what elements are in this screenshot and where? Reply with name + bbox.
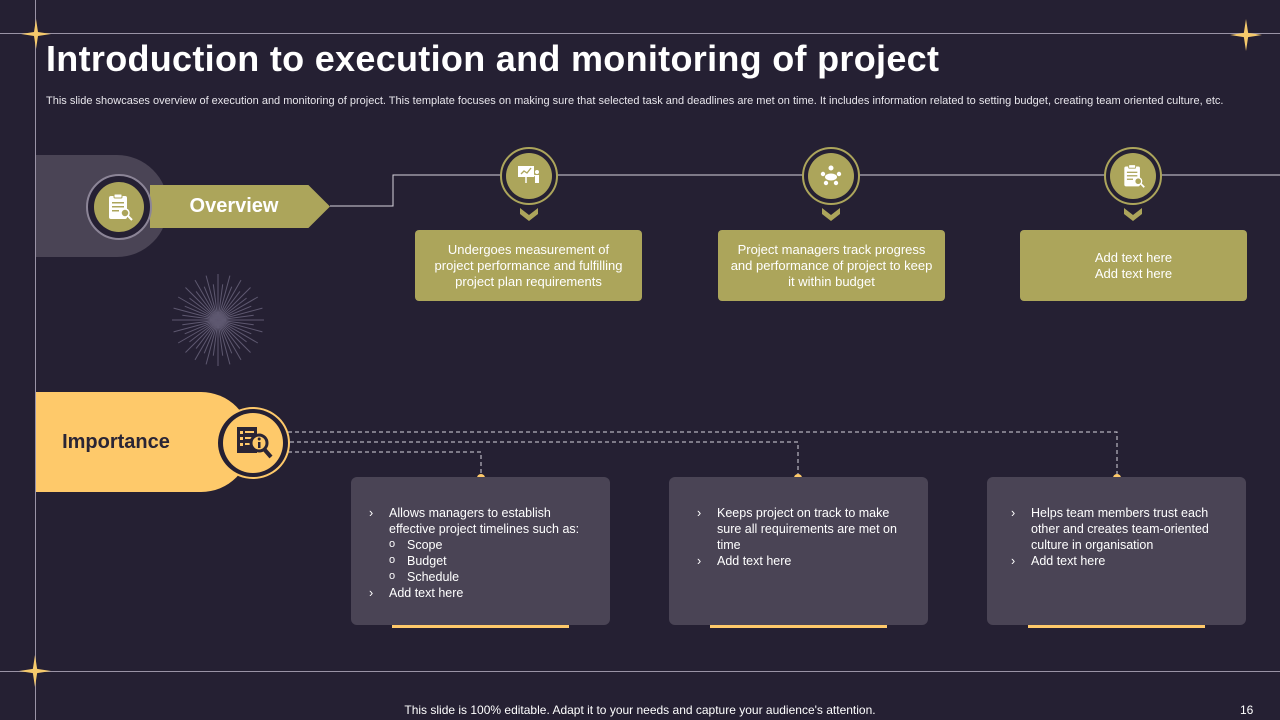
- importance-card-3: Helps team members trust each other and …: [987, 477, 1246, 625]
- sparkle-icon: [19, 655, 51, 687]
- step-icon-circle-2: [802, 147, 860, 205]
- clipboard-search-icon: [109, 193, 133, 221]
- overview-icon-circle: [86, 174, 152, 240]
- card-bullet: Allows managers to establish effective p…: [369, 505, 594, 537]
- importance-icon-circle: [216, 407, 290, 479]
- document-info-search-icon: [237, 427, 273, 459]
- page-number: 16: [1240, 703, 1254, 717]
- card-bullet: Helps team members trust each other and …: [1011, 505, 1218, 553]
- card-underline: [710, 625, 887, 628]
- overview-step-box-3: Add text here Add text here: [1020, 230, 1247, 301]
- card-sub-bullet: Budget: [369, 552, 594, 569]
- presentation-icon: [518, 166, 539, 183]
- overview-step-box-1: Undergoes measurement of project perform…: [415, 230, 642, 301]
- frame-line-top: [0, 33, 1280, 34]
- card-bullet: Add text here: [697, 553, 900, 569]
- chevron-down-icon: [822, 208, 840, 221]
- importance-card-1: Allows managers to establish effective p…: [351, 477, 610, 625]
- team-meeting-icon: [820, 165, 842, 186]
- card-underline: [1028, 625, 1205, 628]
- importance-background: [36, 392, 251, 492]
- importance-card-2: Keeps project on track to make sure all …: [669, 477, 928, 625]
- card-underline: [392, 625, 569, 628]
- card-bullet: Add text here: [369, 585, 594, 601]
- card-sub-bullet: Scope: [369, 536, 594, 553]
- card-bullet: Add text here: [1011, 553, 1218, 569]
- importance-label: Importance: [62, 431, 170, 453]
- page-title: Introduction to execution and monitoring…: [46, 38, 940, 79]
- frame-line-left: [35, 0, 36, 720]
- clipboard-search-icon: [1124, 164, 1145, 188]
- page-subtitle: This slide showcases overview of executi…: [46, 95, 1224, 107]
- footer-text: This slide is 100% editable. Adapt it to…: [404, 703, 876, 717]
- overview-badge: [150, 185, 330, 228]
- chevron-down-icon: [1124, 208, 1142, 221]
- sparkle-icon: [21, 19, 51, 49]
- overview-label: Overview: [189, 195, 279, 217]
- overview-step-box-2: Project managers track progress and perf…: [718, 230, 945, 301]
- step-icon-circle-1: [500, 147, 558, 205]
- starburst-decoration: [172, 274, 264, 366]
- step-icon-circle-3: [1104, 147, 1162, 205]
- frame-line-bottom: [0, 671, 1280, 672]
- card-bullet: Keeps project on track to make sure all …: [697, 505, 900, 553]
- sparkle-icon: [1230, 19, 1262, 51]
- chevron-down-icon: [520, 208, 538, 221]
- card-sub-bullet: Schedule: [369, 568, 594, 585]
